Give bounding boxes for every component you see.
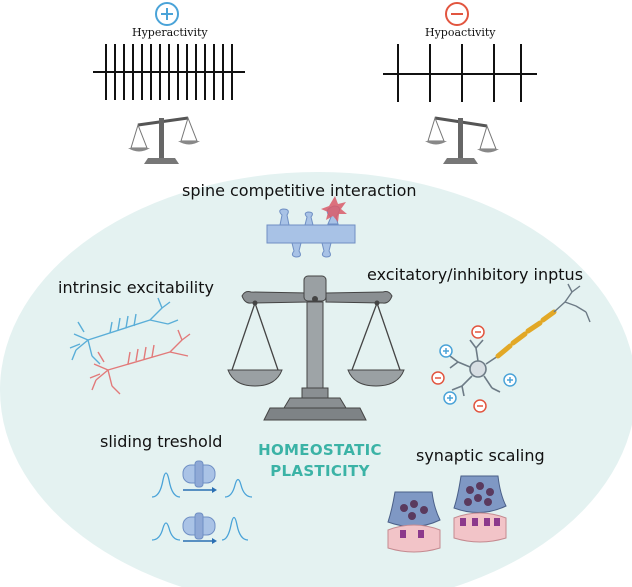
hypoactivity-spike-train [383,44,537,102]
distal-neuron-icon [553,283,591,323]
excitatory-inhibitory-inputs-label: excitatory/inhibitory inptus [367,265,584,284]
sliding-threshold-label: sliding treshold [100,432,223,451]
homeostatic-plasticity-title: HOMEOSTATIC PLASTICITY [240,440,400,482]
active-spine-star-icon [321,196,347,222]
hyperactivity-spike-train [93,44,245,100]
small-scale-icon-right [425,116,499,164]
spine-competitive-interaction-label: spine competitive interaction [182,181,417,200]
blue-neuron-icon [69,297,179,365]
channel-arrow-icon [182,460,217,544]
balance-scale-icon [227,275,405,421]
synapse-scaled-icon [453,475,507,543]
astro-neuron-icon [449,339,501,397]
hyperactivity-label: Hyperactivity [132,26,208,39]
synaptic-scaling-label: synaptic scaling [416,446,545,465]
hypoactivity-label: Hypoactivity [425,26,496,39]
title-line-1: HOMEOSTATIC [258,441,382,459]
title-line-2: PLASTICITY [270,462,370,480]
axon-chain-icon [495,309,557,359]
small-scale-icon-left [128,116,200,164]
synapse-icon [387,491,441,553]
distribution-curve-icon [151,472,253,541]
intrinsic-excitability-label: intrinsic excitability [58,278,214,297]
red-neuron-icon [89,329,191,395]
input-markers [431,325,517,413]
